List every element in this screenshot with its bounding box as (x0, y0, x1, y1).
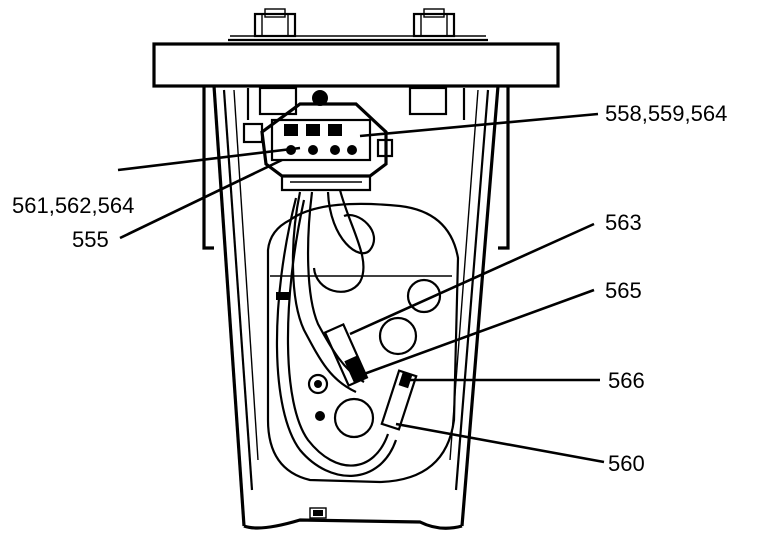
side-connector (380, 369, 418, 431)
leader-lines (117, 112, 605, 464)
mounting-plate (152, 35, 560, 88)
leader-565 (363, 288, 595, 376)
leader-555 (119, 158, 283, 240)
cable-bundle (275, 189, 398, 477)
callout-555: 555 (72, 227, 109, 252)
inner-cover (266, 202, 460, 484)
callout-561-562-564: 561,562,564 (12, 193, 134, 218)
callout-560: 560 (608, 451, 645, 476)
leader-561 (117, 146, 301, 172)
callout-558-559-564: 558,559,564 (605, 101, 727, 126)
leader-560 (395, 422, 605, 464)
leader-558 (359, 112, 599, 138)
leader-563 (349, 222, 595, 336)
top-bolt-right (412, 8, 456, 38)
callout-566: 566 (608, 368, 645, 393)
plug-connector (323, 322, 369, 388)
callout-565: 565 (605, 278, 642, 303)
top-bolt-left (253, 8, 297, 38)
connector-block (242, 90, 394, 192)
round-fittings (276, 278, 442, 519)
callout-labels: 558,559,564 561,562,564 555 563 565 566 … (12, 101, 727, 476)
callout-563: 563 (605, 210, 642, 235)
